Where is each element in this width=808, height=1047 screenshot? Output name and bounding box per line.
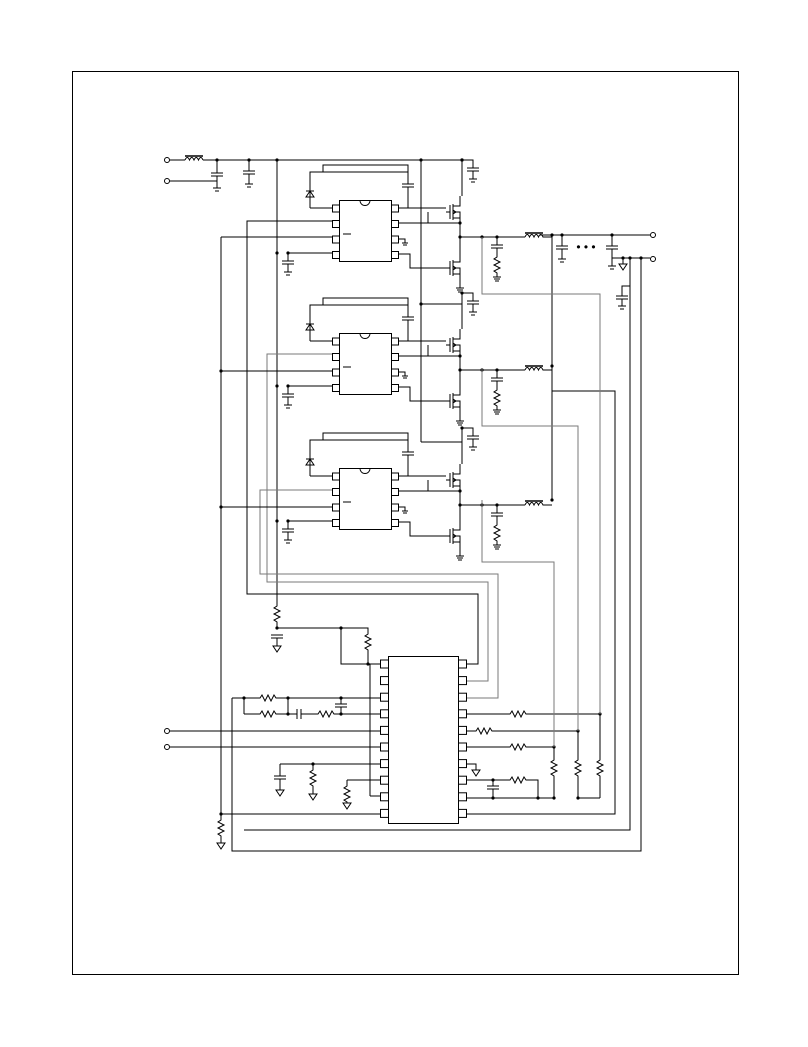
driver-pin-left-4 [332, 384, 340, 392]
page-border [72, 71, 739, 975]
controller-pin-right-9 [458, 792, 467, 802]
junction-dot [458, 354, 462, 358]
driver-pin-right-2 [391, 488, 399, 496]
controller-pin-left-3 [380, 692, 389, 702]
junction-dot [460, 158, 464, 162]
sense-traces [259, 237, 601, 747]
driver-ic-notch [359, 468, 371, 474]
controller-pin-right-1 [458, 659, 467, 669]
junction-dot [286, 384, 290, 388]
junction-dot [286, 251, 290, 255]
junction-dot [460, 291, 464, 295]
low-side-mosfet [446, 385, 461, 417]
controller-pin-left-7 [380, 759, 389, 769]
junction-dot [275, 384, 279, 388]
driver-pin-right-3 [391, 235, 399, 244]
controller-ic [380, 656, 467, 824]
driver-pin-right-3 [391, 503, 399, 512]
enable-terminal [164, 728, 170, 734]
controller-pin-left-2 [380, 676, 389, 686]
controller-pin-left-5 [380, 725, 389, 735]
controller-left-network [232, 602, 380, 810]
driver-pin-right-4 [391, 384, 399, 392]
vid-terminal [164, 744, 170, 750]
input-section [164, 155, 464, 192]
phase-3 [275, 426, 552, 561]
controller-pin-right-2 [458, 676, 467, 686]
input-terminal-neg [164, 178, 170, 184]
driver-pin-right-2 [391, 220, 399, 228]
controller-pin-right-7 [458, 759, 467, 769]
driver-pin-left-2 [332, 488, 340, 496]
driver-pin-right-1 [391, 204, 399, 213]
driver-pin-left-3 [332, 368, 340, 377]
controller-pin-right-5 [458, 725, 467, 735]
junction-dot [458, 503, 462, 507]
driver-pin-right-3 [391, 368, 399, 377]
controller-right-network [216, 237, 642, 852]
controller-pin-left-6 [380, 742, 389, 752]
junction-dot [286, 519, 290, 523]
driver-pin-right-1 [391, 337, 399, 346]
driver-pin-left-1 [332, 204, 340, 213]
output-terminal-pos [650, 232, 656, 238]
driver-pin-left-4 [332, 251, 340, 259]
driver-ic-body [339, 333, 392, 395]
driver-pin-right-1 [391, 472, 399, 481]
controller-pin-left-4 [380, 709, 389, 719]
junction-dot [275, 519, 279, 523]
low-side-mosfet [446, 252, 461, 284]
controller-pin-right-8 [458, 775, 467, 785]
low-side-mosfet [446, 520, 461, 552]
driver-ic-body [339, 200, 392, 262]
phase-1 [275, 158, 552, 293]
pwm-lines [219, 220, 479, 665]
junction-dot [458, 235, 462, 239]
input-terminal-pos [164, 157, 170, 163]
junction-dot [460, 426, 464, 430]
high-side-mosfet [446, 196, 461, 228]
junction-dot [275, 251, 279, 255]
controller-pin-left-8 [380, 775, 389, 785]
driver-pin-right-2 [391, 353, 399, 361]
driver-pin-left-4 [332, 519, 340, 527]
driver-ic-body [339, 468, 392, 530]
driver-pin-left-2 [332, 353, 340, 361]
phase-2 [275, 291, 552, 426]
driver-pin-left-2 [332, 220, 340, 228]
controller-pin-right-6 [458, 742, 467, 752]
controller-pin-left-10 [380, 808, 389, 818]
driver-ic-notch [359, 200, 371, 206]
output-section: • • • [540, 232, 656, 502]
phase-group [275, 158, 552, 561]
controller-pin-left-9 [380, 792, 389, 802]
controller-pin-right-10 [458, 808, 467, 818]
high-side-mosfet [446, 464, 461, 496]
high-side-mosfet [446, 329, 461, 361]
driver-ic-notch [359, 333, 371, 339]
controller-pin-right-3 [458, 692, 467, 702]
driver-pin-left-1 [332, 472, 340, 481]
driver-pin-left-3 [332, 503, 340, 512]
controller-pin-left-1 [380, 659, 389, 669]
driver-pin-right-4 [391, 519, 399, 527]
junction-dot [458, 489, 462, 493]
junction-dot [458, 221, 462, 225]
controller-pin-right-4 [458, 709, 467, 719]
more-capacitors-dots: • • • [576, 240, 595, 254]
output-terminal-neg [650, 256, 656, 262]
controller-ic-body [388, 656, 459, 824]
input-inductor [184, 157, 204, 162]
driver-pin-left-3 [332, 235, 340, 244]
driver-pin-left-1 [332, 337, 340, 346]
driver-pin-right-4 [391, 251, 399, 259]
junction-dot [458, 368, 462, 372]
